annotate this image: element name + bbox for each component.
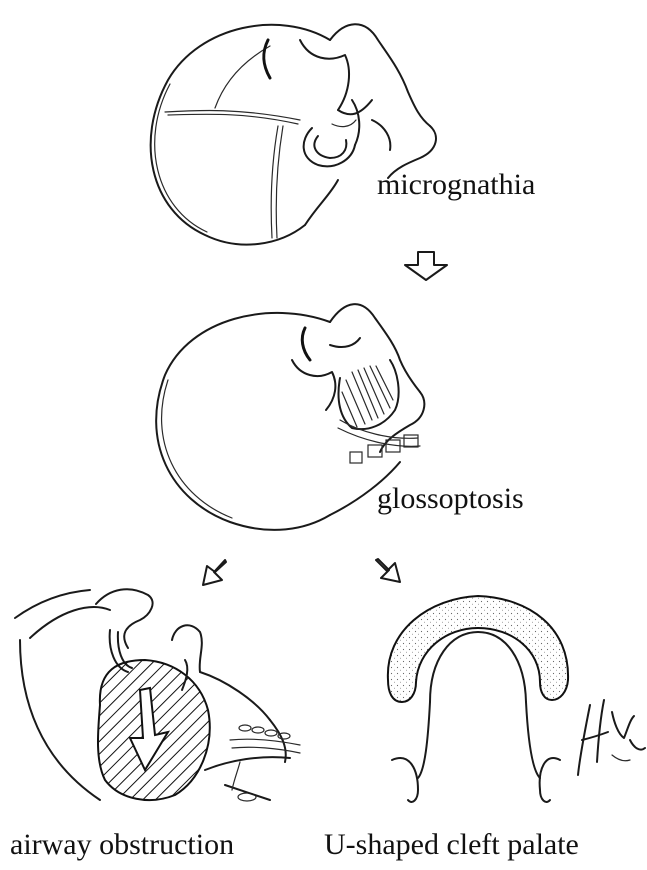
label-u-shaped-cleft-palate: U-shaped cleft palate: [324, 828, 579, 862]
label-micrognathia: micrognathia: [377, 168, 535, 202]
down-arrow-icon: [405, 252, 447, 280]
author-signature: [578, 700, 645, 775]
down-right-arrow-icon: [376, 559, 400, 582]
label-glossoptosis: glossoptosis: [377, 482, 524, 516]
down-left-arrow-icon: [203, 560, 226, 585]
skull-micrognathia-illustration: [151, 24, 436, 244]
u-shaped-cleft-palate-illustration: [388, 596, 568, 802]
label-airway-obstruction: airway obstruction: [10, 828, 234, 862]
airway-obstruction-illustration: [15, 589, 300, 801]
